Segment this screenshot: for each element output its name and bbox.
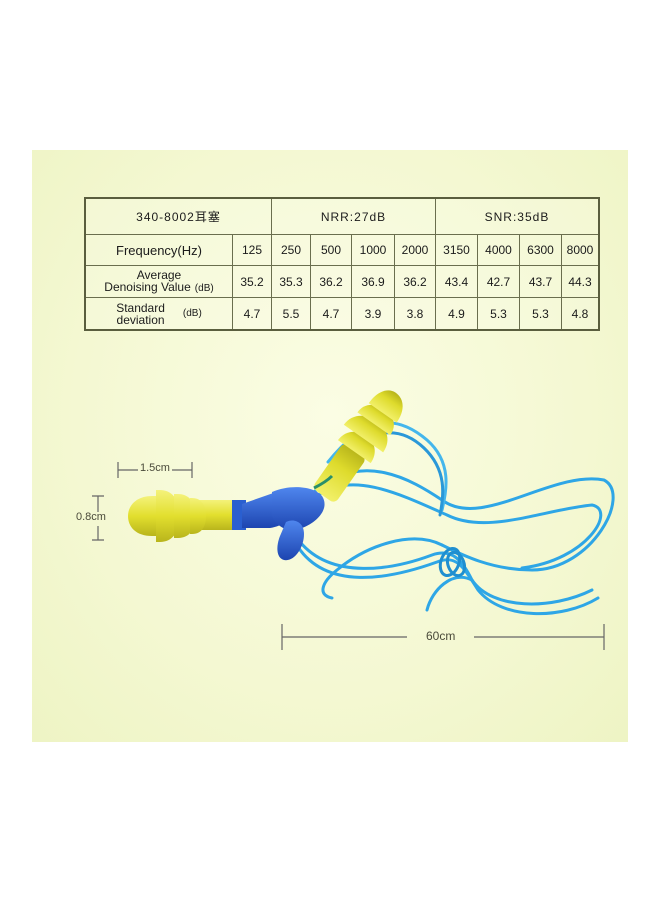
deviation-row: Standard deviation (dB) 4.7 5.5 4.7 3.9 … [84,297,600,331]
connector [272,474,334,561]
frequency-row: Frequency(Hz) 125 250 500 1000 2000 3150… [84,234,600,266]
dimension-lines [92,462,605,650]
deviation-value: 4.7 [310,297,352,331]
deviation-value: 4.7 [232,297,272,331]
deviation-value: 4.8 [561,297,600,331]
average-value: 35.3 [271,265,311,298]
deviation-value: 5.5 [271,297,311,331]
average-label-line1: Average [136,267,182,282]
freq-cell: 8000 [561,234,600,266]
deviation-value: 3.8 [394,297,436,331]
average-label-line2: Denoising Value [104,279,191,294]
average-value: 36.2 [394,265,436,298]
product-panel: 340-8002耳塞 NRR:27dB SNR:35dB Frequency(H… [32,150,628,742]
average-label: Average Denoising Value(dB) [84,265,233,298]
deviation-value: 5.3 [477,297,520,331]
average-value: 43.4 [435,265,478,298]
spec-table: 340-8002耳塞 NRR:27dB SNR:35dB Frequency(H… [84,197,600,331]
average-unit: (dB) [194,282,214,294]
freq-cell: 2000 [394,234,436,266]
diameter-dimension: 0.8cm [76,511,106,523]
freq-cell: 250 [271,234,311,266]
average-value: 43.7 [519,265,562,298]
deviation-unit: (dB) [182,307,202,319]
deviation-label: Standard deviation (dB) [84,297,233,331]
deviation-value: 4.9 [435,297,478,331]
deviation-label-line2: deviation [116,312,165,327]
snr-cell: SNR:35dB [435,197,600,235]
freq-cell: 3150 [435,234,478,266]
length-dimension: 1.5cm [140,462,170,474]
cord-length-dimension: 60cm [426,629,456,643]
earplug-illustration [92,390,615,650]
average-value: 44.3 [561,265,600,298]
average-row: Average Denoising Value(dB) 35.2 35.3 36… [84,265,600,298]
deviation-label-line1: Standard [116,300,165,315]
right-earplug [314,390,403,502]
average-value: 35.2 [232,265,272,298]
cord-knot [438,546,467,578]
deviation-value: 5.3 [519,297,562,331]
